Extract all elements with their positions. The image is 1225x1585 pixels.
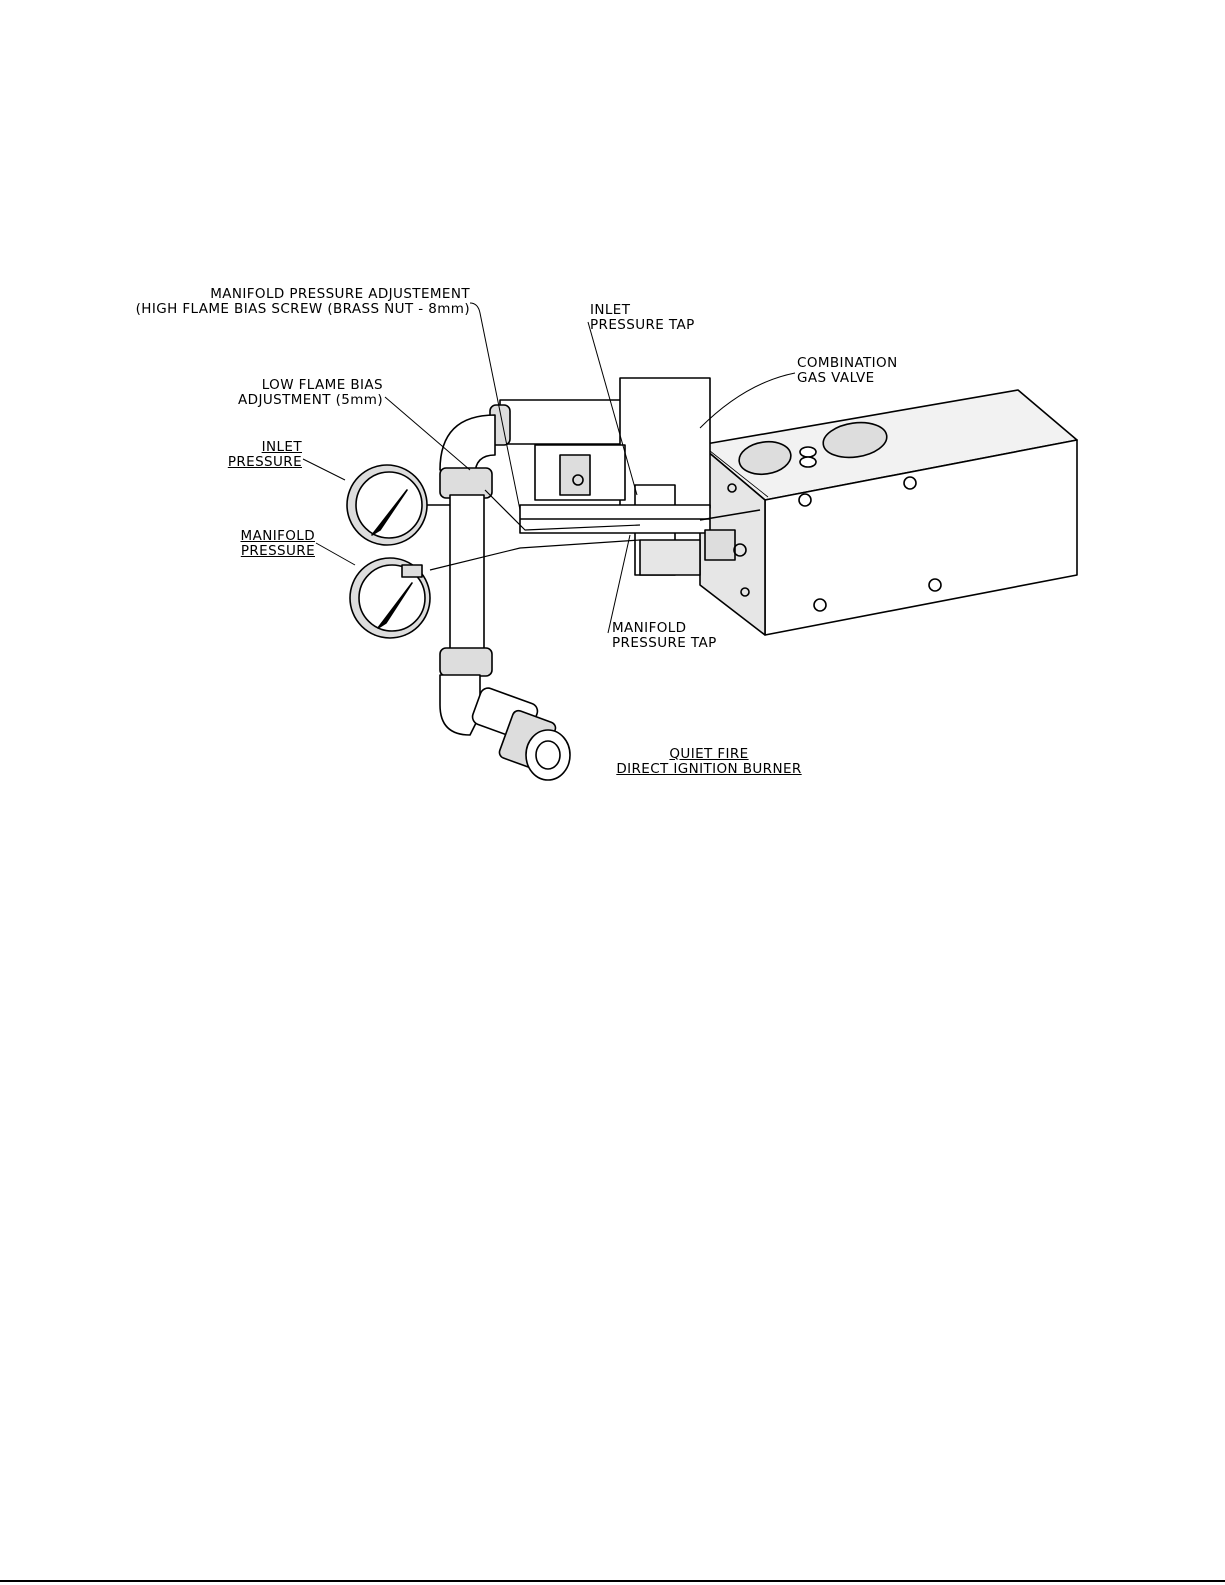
caption-line: DIRECT IGNITION BURNER	[614, 762, 804, 777]
callout-line: PRESSURE TAP	[612, 636, 717, 651]
inlet-pressure-gauge	[347, 465, 450, 545]
callout-inlet-pressure-tap: INLET PRESSURE TAP	[590, 303, 695, 333]
callout-line: PRESSURE TAP	[590, 318, 695, 333]
callout-line: MANIFOLD	[612, 621, 717, 636]
callout-manifold-pressure-adjustment: MANIFOLD PRESSURE ADJUSTEMENT (HIGH FLAM…	[136, 287, 470, 317]
manifold-pressure-gauge	[350, 558, 430, 638]
callout-line: LOW FLAME BIAS	[238, 378, 383, 393]
callout-line: ADJUSTMENT (5mm)	[238, 393, 383, 408]
caption-line: QUIET FIRE	[614, 747, 804, 762]
callout-line: COMBINATION	[797, 356, 898, 371]
callout-low-flame-bias-adjustment: LOW FLAME BIAS ADJUSTMENT (5mm)	[238, 378, 383, 408]
callout-combination-gas-valve: COMBINATION GAS VALVE	[797, 356, 898, 386]
callout-line: (HIGH FLAME BIAS SCREW (BRASS NUT - 8mm)	[136, 302, 470, 317]
callout-manifold-pressure-tap: MANIFOLD PRESSURE TAP	[612, 621, 717, 651]
callout-line: INLET	[590, 303, 695, 318]
gas-valve-box	[700, 390, 1077, 635]
callout-inlet-pressure: INLET PRESSURE	[228, 440, 302, 470]
callout-line: MANIFOLD	[241, 529, 315, 544]
callout-line: GAS VALVE	[797, 371, 898, 386]
callout-manifold-pressure: MANIFOLD PRESSURE	[241, 529, 315, 559]
callout-line: PRESSURE	[228, 455, 302, 470]
callout-line: MANIFOLD PRESSURE ADJUSTEMENT	[136, 287, 470, 302]
page-bottom-rule	[0, 1580, 1225, 1582]
figure-caption: QUIET FIRE DIRECT IGNITION BURNER	[614, 747, 804, 777]
callout-line: INLET	[228, 440, 302, 455]
callout-line: PRESSURE	[241, 544, 315, 559]
